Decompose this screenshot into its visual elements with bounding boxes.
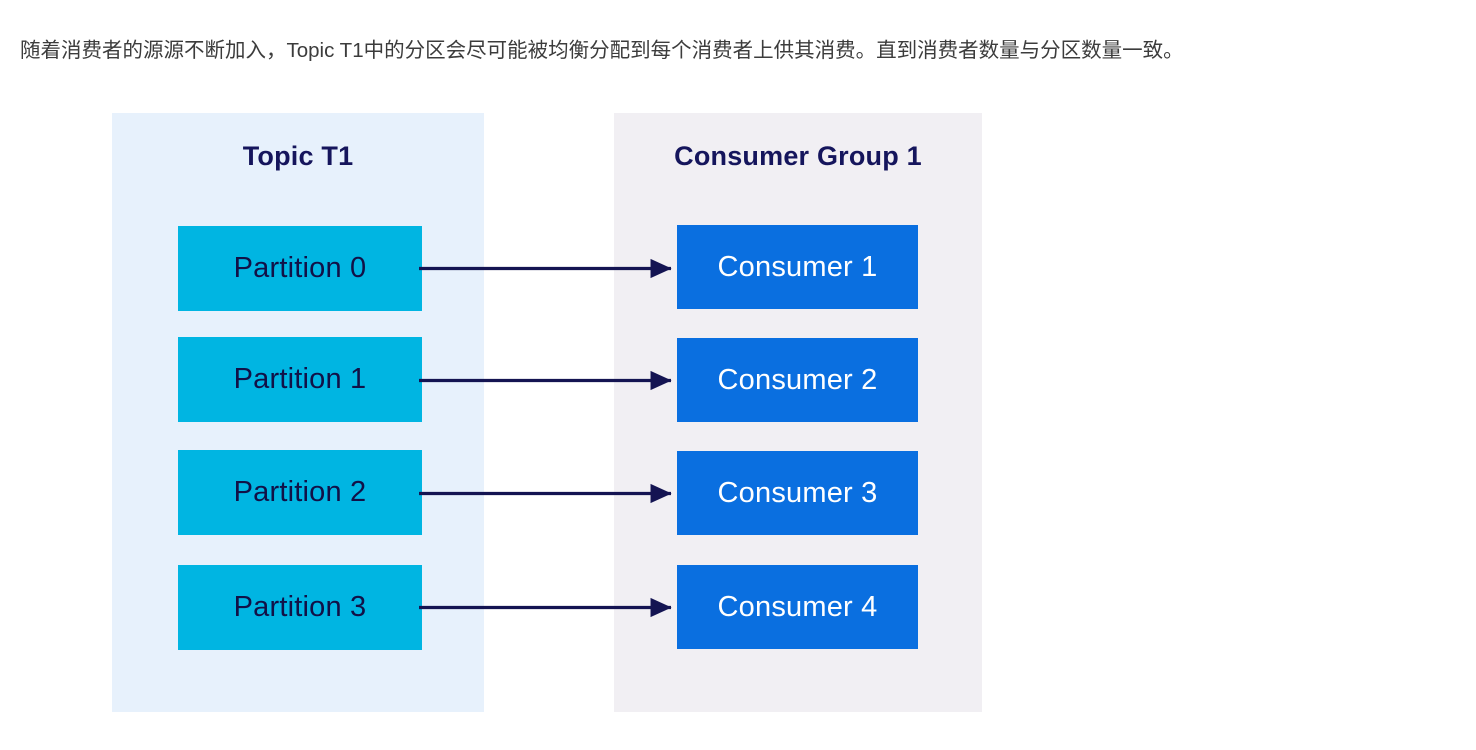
- consumer-label-0: Consumer 1: [717, 250, 878, 283]
- consumer-box-3[interactable]: Consumer 4: [677, 565, 918, 649]
- consumer-box-1[interactable]: Consumer 2: [677, 338, 918, 422]
- consumer-label-1: Consumer 2: [717, 363, 878, 396]
- consumer-label-2: Consumer 3: [717, 476, 878, 509]
- partition-label-2: Partition 2: [233, 476, 367, 508]
- partition-box-0[interactable]: Partition 0: [178, 226, 422, 311]
- consumer-group-panel-title: Consumer Group 1: [674, 141, 922, 171]
- partition-box-3[interactable]: Partition 3: [178, 565, 422, 650]
- partition-box-2[interactable]: Partition 2: [178, 450, 422, 535]
- partition-box-1[interactable]: Partition 1: [178, 337, 422, 422]
- partition-label-1: Partition 1: [233, 363, 367, 395]
- partition-label-0: Partition 0: [233, 252, 367, 284]
- page-caption: 随着消费者的源源不断加入，Topic T1中的分区会尽可能被均衡分配到每个消费者…: [20, 39, 1184, 62]
- consumer-label-3: Consumer 4: [717, 590, 878, 623]
- consumer-box-0[interactable]: Consumer 1: [677, 225, 918, 309]
- topic-panel-title: Topic T1: [242, 141, 354, 171]
- consumer-box-2[interactable]: Consumer 3: [677, 451, 918, 535]
- partition-label-3: Partition 3: [233, 591, 367, 623]
